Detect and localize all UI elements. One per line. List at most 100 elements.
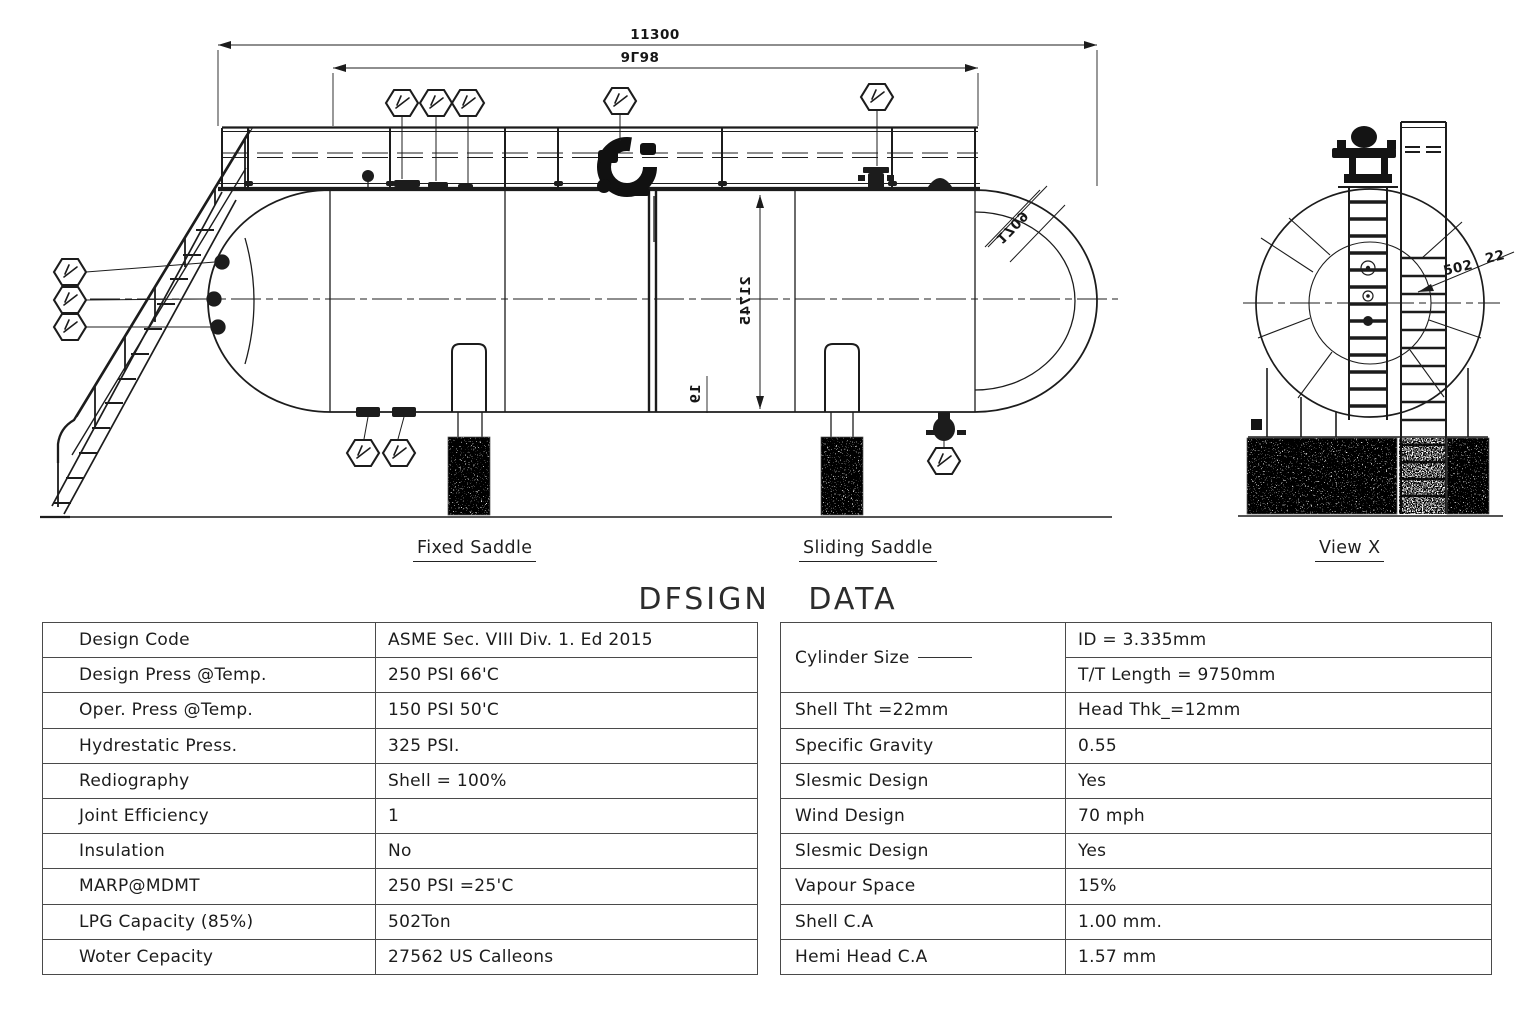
inspection-flag-icon xyxy=(602,86,638,116)
left-head-nozzle xyxy=(210,319,226,335)
row-value: Yes xyxy=(1065,833,1492,870)
drawing-title: DFSIGN DATA xyxy=(638,582,898,617)
inspection-flag-icon xyxy=(926,446,962,476)
table-row: MARP@MDMT 250 PSI =25'C xyxy=(42,868,758,905)
end-nozzle xyxy=(1362,290,1374,302)
row-value: 15% xyxy=(1065,868,1492,905)
design-data-table-left: Design Code ASME Sec. VIII Div. 1. Ed 20… xyxy=(42,621,758,975)
cylinder-size-text: Cylinder Size xyxy=(795,647,910,668)
inspection-flag-icon xyxy=(384,88,420,118)
design-data-table-right: Cylinder Size ID = 3.335mm T/T Length = … xyxy=(780,621,1492,975)
dim-tangent-length: 9Γ98 xyxy=(621,50,660,66)
table-row: T/T Length = 9750mm xyxy=(781,657,1492,694)
row-value: Shell = 100% xyxy=(375,762,758,799)
row-label: Rediography xyxy=(42,762,376,799)
dim-overall-length: 11300 xyxy=(630,27,679,43)
end-view-supports xyxy=(1248,368,1488,438)
dimension-head-radius-leader xyxy=(987,185,1048,248)
table-row: Oper. Press @Temp. 150 PSI 50'C xyxy=(42,692,758,729)
row-label: Design Code xyxy=(42,621,376,659)
fixed-saddle-pier xyxy=(448,437,490,515)
anchor-block xyxy=(1251,419,1262,430)
end-view-foundation-center xyxy=(1399,438,1445,514)
row-value: 0.55 xyxy=(1065,727,1492,764)
row-label: Slesmic Design xyxy=(780,833,1066,870)
row-value: 250 PSI 66'C xyxy=(375,657,758,694)
label-view-x: View X xyxy=(1315,538,1385,562)
table-row: Hemi Head C.A 1.57 mm xyxy=(780,938,1492,975)
row-value: 150 PSI 50'C xyxy=(375,692,758,729)
row-value: Head Thk_=12mm xyxy=(1065,692,1492,729)
sliding-saddle-pier xyxy=(821,437,863,515)
end-view-spokes xyxy=(1257,217,1482,399)
row-value: 325 PSI. xyxy=(375,727,758,764)
row-value: T/T Length = 9750mm xyxy=(1065,657,1492,694)
dimension-overall-length xyxy=(217,41,1098,186)
row-label: Design Press @Temp. xyxy=(42,657,376,694)
cylinder-size-label: Cylinder Size xyxy=(780,621,1066,694)
top-nozzles xyxy=(362,170,473,190)
dim-head-radius: 1709 xyxy=(992,207,1031,247)
flag-leaders xyxy=(85,111,878,328)
center-valve-cluster xyxy=(597,137,657,242)
row-value: Yes xyxy=(1065,762,1492,799)
table-row: Hydrestatic Press. 325 PSI. xyxy=(42,727,758,764)
dim-leader-502: 502 xyxy=(1442,257,1475,279)
table-row: Insulation No xyxy=(42,833,758,870)
row-value: 250 PSI =25'C xyxy=(375,868,758,905)
drawing-canvas: 11300 9Γ98 21745 19 1709 502 22 xyxy=(40,27,1515,519)
top-valve xyxy=(858,167,894,190)
inspection-flag-icon xyxy=(381,438,417,468)
platform-posts xyxy=(221,128,976,189)
row-label: Shell Tht =22mm xyxy=(780,692,1066,729)
row-label: Slesmic Design xyxy=(780,762,1066,799)
table-row: LPG Capacity (85%) 502Ton xyxy=(42,903,758,940)
dim-leader-22: 22 xyxy=(1484,247,1507,267)
row-value: 70 mph xyxy=(1065,797,1492,835)
table-row: Shell Tht =22mm Head Thk_=12mm xyxy=(780,692,1492,729)
row-label: Vapour Space xyxy=(780,868,1066,905)
left-head-nozzle xyxy=(206,291,222,307)
left-head-seam xyxy=(244,237,255,365)
row-label: MARP@MDMT xyxy=(42,868,376,905)
cylinder-size-leader-line xyxy=(917,657,972,659)
bottom-nozzles xyxy=(356,407,416,440)
inspection-flag-icon xyxy=(450,88,486,118)
end-view-x xyxy=(1238,121,1515,517)
row-label: Joint Efficiency xyxy=(42,797,376,835)
sliding-saddle-assembly xyxy=(820,343,864,516)
table-row: Joint Efficiency 1 xyxy=(42,797,758,835)
tank-shell xyxy=(206,189,1098,413)
right-head-seam xyxy=(974,211,1076,391)
row-value: ID = 3.335mm xyxy=(1065,621,1492,659)
row-value: 27562 US Calleons xyxy=(375,938,758,975)
table-row: Cylinder Size ID = 3.335mm xyxy=(780,621,1492,694)
inspection-flag-icon xyxy=(52,312,88,342)
row-value: No xyxy=(375,833,758,870)
row-label: Wind Design xyxy=(780,797,1066,835)
table-row: Rediography Shell = 100% xyxy=(42,762,758,799)
main-elevation-view xyxy=(40,41,1118,519)
table-row: Design Code ASME Sec. VIII Div. 1. Ed 20… xyxy=(42,621,758,659)
row-label: Woter Cepacity xyxy=(42,938,376,975)
row-label: Hemi Head C.A xyxy=(780,938,1066,975)
tank-end-circle xyxy=(1255,188,1485,418)
row-label: Insulation xyxy=(42,833,376,870)
row-value: 1 xyxy=(375,797,758,835)
row-label: Specific Gravity xyxy=(780,727,1066,764)
row-label: Hydrestatic Press. xyxy=(42,727,376,764)
end-view-center-ladder xyxy=(1348,188,1388,420)
dim-bottom-offset: 19 xyxy=(688,384,704,404)
dimension-texts: 11300 9Γ98 21745 19 1709 502 22 xyxy=(621,27,1507,404)
dimension-vertical-diameter xyxy=(756,195,764,409)
row-label: Shell C.A xyxy=(780,903,1066,940)
stair-treads xyxy=(53,229,214,504)
table-row: Slesmic Design Yes xyxy=(780,833,1492,870)
label-sliding-saddle: Sliding Saddle xyxy=(799,538,937,562)
table-row: Shell C.A 1.00 mm. xyxy=(780,903,1492,940)
stair-handrail xyxy=(56,129,251,463)
inspection-flag-icon xyxy=(52,257,88,287)
dimension-tangent-length xyxy=(332,64,979,126)
dim-vertical-diameter: 21745 xyxy=(738,276,754,325)
